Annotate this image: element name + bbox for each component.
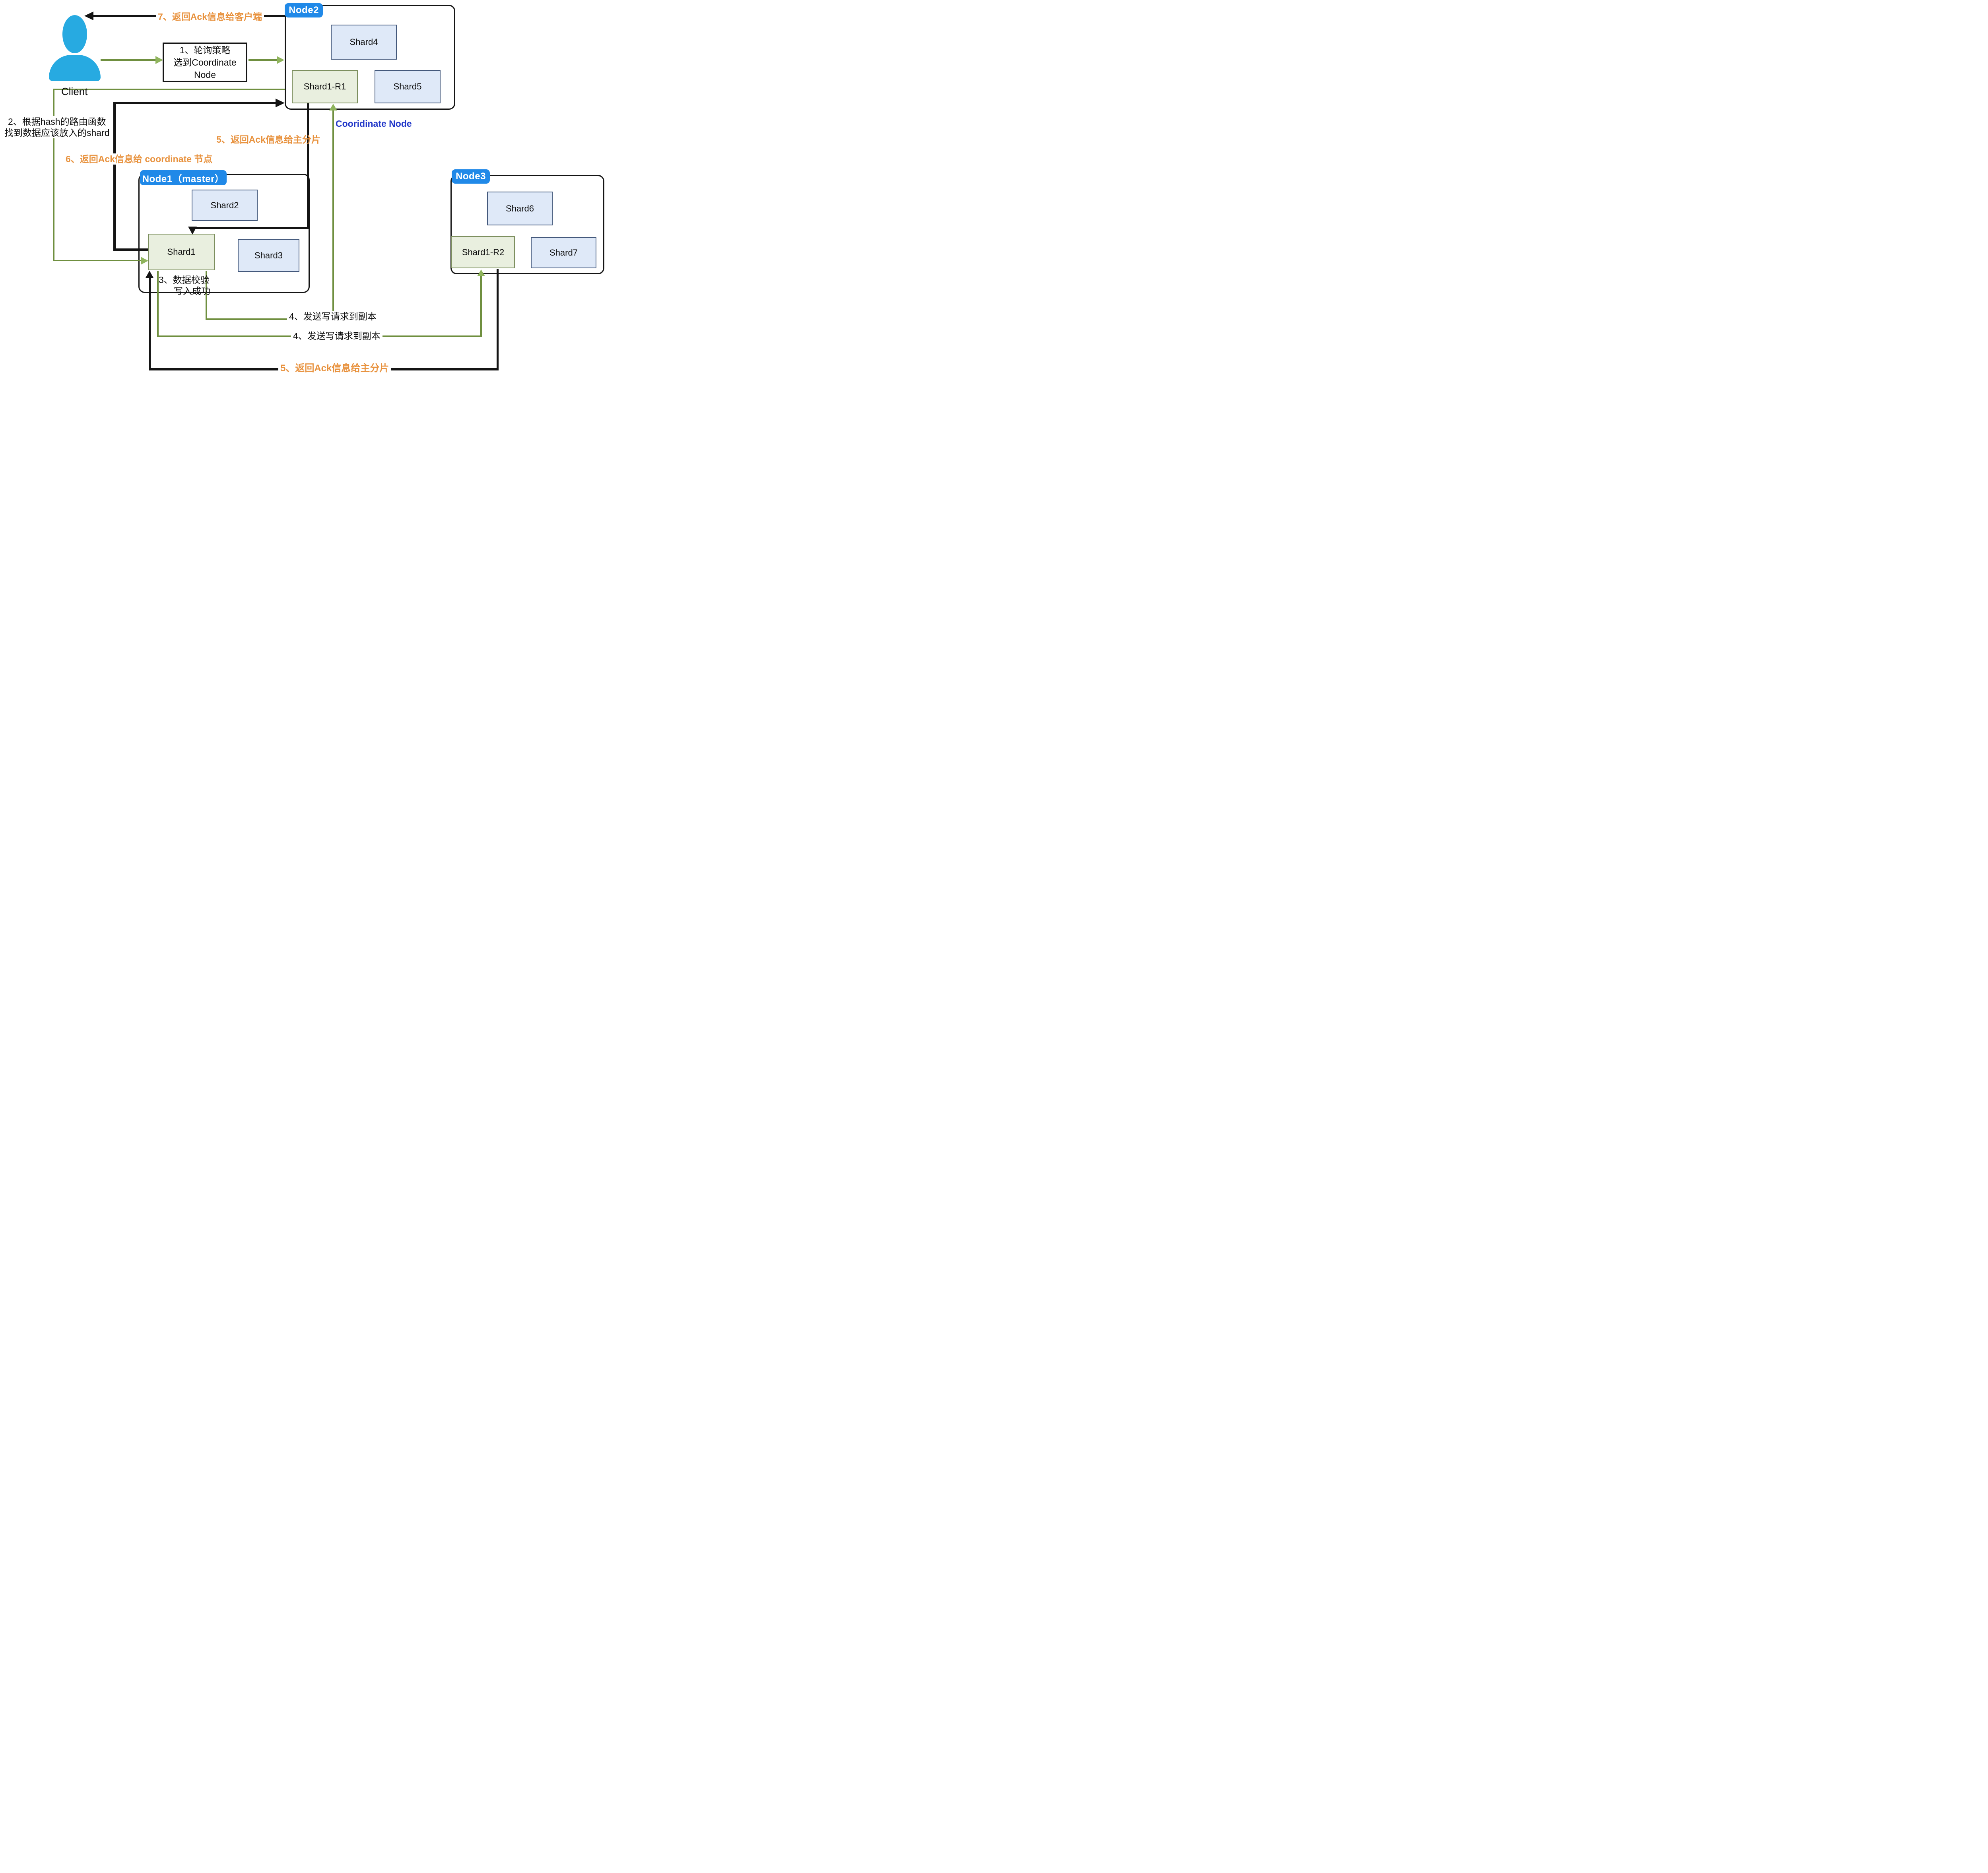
client-icon: [48, 14, 102, 82]
node2-label: Node2: [289, 5, 319, 16]
shard3-box: Shard3: [238, 239, 299, 272]
step5-upper-arrowhead-into-shard1: [188, 227, 197, 235]
step4b-arrowhead-into-r2: [477, 270, 485, 276]
step5-upper-vertical: [307, 103, 309, 229]
shard4-box: Shard4: [331, 25, 397, 60]
step2-arrowhead-into-node2: [276, 99, 285, 107]
step6-horizontal-bottom: [53, 260, 142, 261]
step1-line-client-to-box: [101, 59, 156, 61]
step7-arrowhead: [84, 12, 93, 20]
step4b-vertical-to-r2: [480, 276, 482, 336]
shard1-r2-label: Shard1-R2: [462, 247, 505, 257]
node3-label: Node3: [456, 171, 486, 182]
step6-vertical: [53, 89, 54, 261]
shard1-box: Shard1: [148, 234, 215, 270]
step5-lower-arrowhead-into-shard1: [146, 271, 153, 278]
shard1-r2-box: Shard1-R2: [451, 236, 515, 268]
step1-arrowhead-into-box: [155, 56, 163, 64]
step6-label: 6、返回Ack信息给 coordinate 节点: [64, 153, 215, 165]
step4a-label: 4、发送写请求到副本: [287, 311, 379, 322]
shard4-label: Shard4: [349, 37, 378, 47]
shard5-label: Shard5: [393, 81, 422, 91]
step1-arrowhead-into-node2: [277, 56, 284, 64]
step1-line1: 1、轮询策略: [179, 45, 231, 55]
step4b-vertical-from-shard1: [157, 271, 159, 337]
step4b-label: 4、发送写请求到副本: [291, 330, 382, 341]
step1-line2: 选到Coordinate Node: [173, 57, 237, 80]
step4a-vertical-from-shard1: [206, 271, 207, 319]
step3-label: 3、数据校验 写入成功: [159, 274, 210, 297]
step5-lower-vertical-left: [149, 277, 151, 370]
step3-label-line1: 3、数据校验: [159, 275, 210, 285]
step7-label: 7、返回Ack信息给客户端: [156, 11, 264, 22]
step2-horizontal-top: [113, 102, 277, 104]
shard1-r1-label: Shard1-R1: [303, 81, 346, 91]
step2-vertical: [113, 102, 116, 251]
step4a-vertical-to-r1: [332, 111, 334, 320]
step1-line-box-to-node2: [248, 59, 278, 61]
step2-label-line1: 2、根据hash的路由函数: [8, 116, 106, 127]
step4a-horizontal: [206, 318, 334, 320]
shard7-box: Shard7: [531, 237, 596, 268]
shard2-box: Shard2: [192, 190, 258, 221]
shard6-box: Shard6: [487, 192, 553, 225]
client-label: Client: [61, 85, 88, 97]
shard2-label: Shard2: [210, 200, 239, 210]
shard1-r1-box: Shard1-R1: [292, 70, 358, 103]
node2-tab: Node2: [285, 3, 323, 17]
shard5-box: Shard5: [375, 70, 441, 103]
step3-label-line2: 写入成功: [174, 286, 210, 296]
node1-tab: Node1（master）: [140, 170, 227, 185]
node1-label: Node1（master）: [142, 173, 225, 184]
shard1-label: Shard1: [167, 247, 196, 257]
es-write-flow-diagram: Shard4 Shard1-R1 Shard5 Shard2 Shard1 Sh…: [0, 0, 610, 378]
step5-lower-label: 5、返回Ack信息给主分片: [278, 363, 391, 374]
coordinate-node-label: Cooridinate Node: [336, 118, 412, 129]
step2-horizontal-bottom: [113, 248, 150, 251]
step5-upper-horizontal: [192, 227, 309, 229]
step2-label-line2: 找到数据应该放入的shard: [4, 128, 110, 138]
node3-tab: Node3: [452, 169, 490, 184]
step6-arrowhead-into-shard1: [141, 257, 148, 265]
step6-horizontal-top: [53, 89, 285, 90]
step5-upper-label: 5、返回Ack信息给主分片: [216, 134, 320, 145]
step1-box: 1、轮询策略 选到Coordinate Node: [163, 43, 247, 82]
shard7-label: Shard7: [549, 247, 578, 258]
step5-lower-vertical-right: [497, 269, 499, 370]
shard3-label: Shard3: [254, 250, 283, 260]
shard6-label: Shard6: [506, 203, 534, 213]
step2-label: 2、根据hash的路由函数 找到数据应该放入的shard: [2, 116, 112, 138]
client-body: [49, 55, 101, 81]
step4a-arrowhead-into-r1: [329, 104, 337, 111]
client-head: [62, 15, 87, 53]
